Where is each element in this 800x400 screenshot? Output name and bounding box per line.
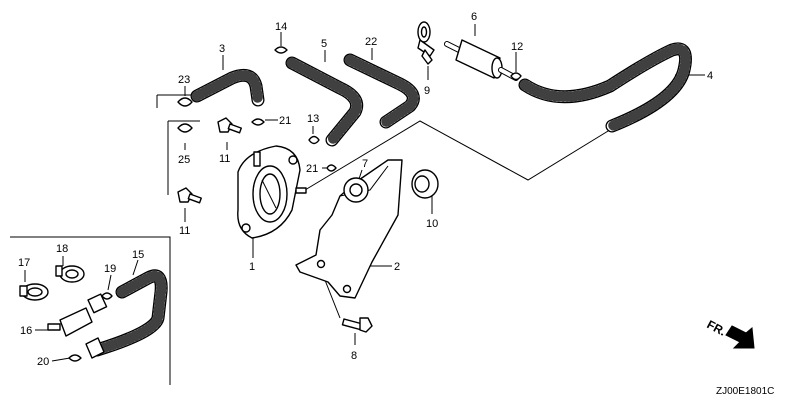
label-part-4: 4 — [707, 70, 713, 82]
label-part-5: 5 — [321, 38, 327, 50]
clip-19 — [101, 292, 113, 300]
label-part-8: 8 — [351, 350, 357, 362]
clip-21a — [251, 118, 265, 126]
label-part-22: 22 — [365, 36, 377, 48]
hose-15 — [90, 269, 168, 357]
label-part-1: 1 — [249, 261, 255, 273]
label-part-10: 10 — [426, 218, 438, 230]
part-labels: 1 2 3 4 5 6 7 8 9 10 11 11 12 13 14 15 1… — [18, 11, 713, 368]
label-part-13: 13 — [307, 113, 319, 125]
bolt-8 — [341, 317, 373, 333]
label-part-19: 19 — [104, 263, 116, 275]
label-part-21a: 21 — [279, 115, 291, 127]
label-part-11a: 11 — [219, 153, 230, 165]
clip-25 — [177, 123, 193, 133]
label-part-3: 3 — [219, 43, 225, 55]
clip-13 — [308, 135, 320, 145]
inline-filter-16 — [47, 293, 108, 359]
label-part-2: 2 — [394, 261, 400, 273]
label-part-25: 25 — [178, 154, 190, 166]
label-part-23: 23 — [178, 74, 190, 86]
clip-14 — [274, 46, 288, 54]
label-part-12: 12 — [511, 41, 523, 53]
front-label: FR. — [705, 317, 729, 338]
bolts-11 — [177, 117, 242, 204]
label-part-18: 18 — [56, 243, 68, 255]
hose-4 — [518, 42, 692, 133]
clips — [68, 46, 522, 362]
front-arrow-icon — [725, 325, 755, 349]
fuel-pump — [237, 145, 307, 239]
label-part-6: 6 — [471, 11, 477, 23]
label-part-14: 14 — [275, 21, 287, 33]
hose-22 — [343, 53, 420, 129]
lower-clamps — [19, 265, 85, 301]
grommets — [343, 169, 439, 203]
hose-elbow — [190, 68, 265, 107]
label-part-15: 15 — [132, 249, 144, 261]
hose-5 — [285, 56, 364, 147]
fuel-filter — [444, 39, 519, 81]
label-part-11b: 11 — [179, 225, 190, 237]
label-part-17: 17 — [18, 257, 30, 269]
clip-21b — [326, 164, 337, 172]
clip-23 — [177, 97, 193, 107]
front-direction-indicator: FR. — [705, 317, 755, 349]
clip-12 — [510, 72, 522, 81]
label-part-7: 7 — [362, 158, 368, 170]
drawing-code: ZJ00E1801C — [716, 386, 774, 397]
fuel-tube-joint — [417, 21, 435, 65]
label-part-9: 9 — [424, 85, 430, 97]
label-part-21b: 21 — [306, 163, 318, 175]
label-part-16: 16 — [20, 325, 32, 337]
label-part-20: 20 — [37, 356, 49, 368]
clip-20 — [68, 354, 82, 362]
leader-lines — [24, 24, 705, 362]
